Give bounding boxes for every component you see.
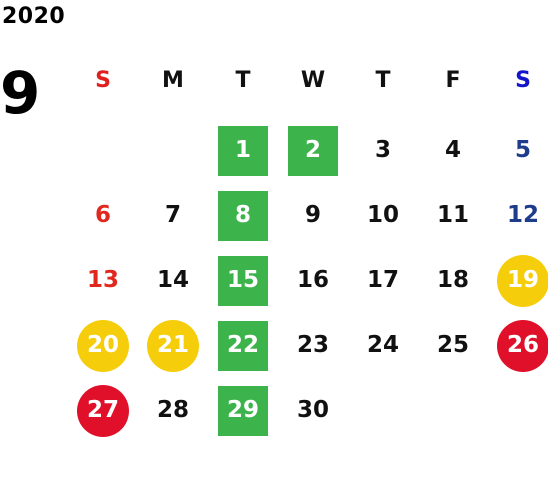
weekday-thursday: T <box>375 68 391 93</box>
calendar-day-number: 15 <box>218 255 268 306</box>
weekday-saturday: S <box>515 68 531 93</box>
calendar-day-number: 19 <box>497 254 548 307</box>
calendar-day-cell[interactable]: 11 <box>418 183 488 248</box>
calendar-day-number: 5 <box>514 137 531 163</box>
calendar-day-cell[interactable]: 18 <box>418 248 488 313</box>
calendar-day-cell-green-square[interactable]: 8 <box>208 183 278 248</box>
calendar-day-number: 18 <box>436 267 469 293</box>
calendar-day-number: 26 <box>497 319 548 372</box>
calendar-day-number: 10 <box>366 202 399 228</box>
calendar-day-cell[interactable]: 30 <box>278 378 348 443</box>
calendar-day-cell-green-square[interactable]: 2 <box>278 118 348 183</box>
weekday-sunday: S <box>95 68 111 93</box>
calendar-month: 9 <box>0 59 41 127</box>
weekday-wednesday: W <box>300 68 326 93</box>
calendar-day-number: 16 <box>296 267 329 293</box>
calendar-day-cell-red-circle[interactable]: 27 <box>68 378 138 443</box>
calendar-day-number: 20 <box>77 319 129 372</box>
calendar-day-number: 8 <box>218 190 268 241</box>
calendar-day-number: 12 <box>506 202 539 228</box>
calendar-day-number: 27 <box>77 384 129 437</box>
calendar-day-number: 2 <box>288 125 338 176</box>
calendar-day-number: 23 <box>296 332 329 358</box>
calendar-day-cell[interactable]: 7 <box>138 183 208 248</box>
calendar-day-cell-green-square[interactable]: 22 <box>208 313 278 378</box>
calendar-day-cell-yellow-circle[interactable]: 20 <box>68 313 138 378</box>
calendar-day-number: 28 <box>156 397 189 423</box>
calendar-day-number: 30 <box>296 397 329 423</box>
calendar-day-cell[interactable]: 25 <box>418 313 488 378</box>
calendar-day-number: 17 <box>366 267 399 293</box>
calendar-day-number: 22 <box>218 320 268 371</box>
calendar-day-cell[interactable]: 9 <box>278 183 348 248</box>
calendar-day-cell[interactable]: 3 <box>348 118 418 183</box>
calendar-day-cell-red-circle[interactable]: 26 <box>488 313 548 378</box>
weekday-friday: F <box>445 68 461 93</box>
calendar-day-number: 9 <box>304 202 321 228</box>
weekday-header: S M T W T F S <box>68 62 548 102</box>
calendar-day-number: 3 <box>374 137 391 163</box>
calendar-day-number: 7 <box>164 202 181 228</box>
calendar-day-cell-green-square[interactable]: 15 <box>208 248 278 313</box>
calendar-day-number: 29 <box>218 385 268 436</box>
calendar-day-cell-yellow-circle[interactable]: 19 <box>488 248 548 313</box>
calendar-day-number: 1 <box>218 125 268 176</box>
calendar-day-cell[interactable]: 23 <box>278 313 348 378</box>
calendar-day-cell[interactable]: 5 <box>488 118 548 183</box>
calendar-day-cell[interactable]: 10 <box>348 183 418 248</box>
weekday-monday: M <box>162 68 184 93</box>
calendar-day-number: 14 <box>156 267 189 293</box>
calendar-day-cell[interactable]: 6 <box>68 183 138 248</box>
calendar-day-number: 21 <box>147 319 199 372</box>
calendar-day-cell[interactable]: 17 <box>348 248 418 313</box>
calendar-day-number: 4 <box>444 137 461 163</box>
calendar-day-cell[interactable]: 4 <box>418 118 488 183</box>
calendar-day-cell[interactable]: 28 <box>138 378 208 443</box>
calendar-day-number: 24 <box>366 332 399 358</box>
calendar-day-cell-green-square[interactable]: 29 <box>208 378 278 443</box>
calendar-day-number: 25 <box>436 332 469 358</box>
calendar-day-cell[interactable]: 12 <box>488 183 548 248</box>
calendar-year: 2020 <box>2 4 66 29</box>
calendar-day-number: 6 <box>94 202 111 228</box>
calendar-day-cell[interactable]: 16 <box>278 248 348 313</box>
calendar-day-number: 11 <box>436 202 469 228</box>
calendar-day-cell[interactable]: 14 <box>138 248 208 313</box>
calendar-day-cell-green-square[interactable]: 1 <box>208 118 278 183</box>
calendar-day-cell-yellow-circle[interactable]: 21 <box>138 313 208 378</box>
calendar-day-cell[interactable]: 24 <box>348 313 418 378</box>
calendar-day-number: 13 <box>86 267 119 293</box>
weekday-tuesday: T <box>235 68 251 93</box>
calendar-day-cell[interactable]: 13 <box>68 248 138 313</box>
